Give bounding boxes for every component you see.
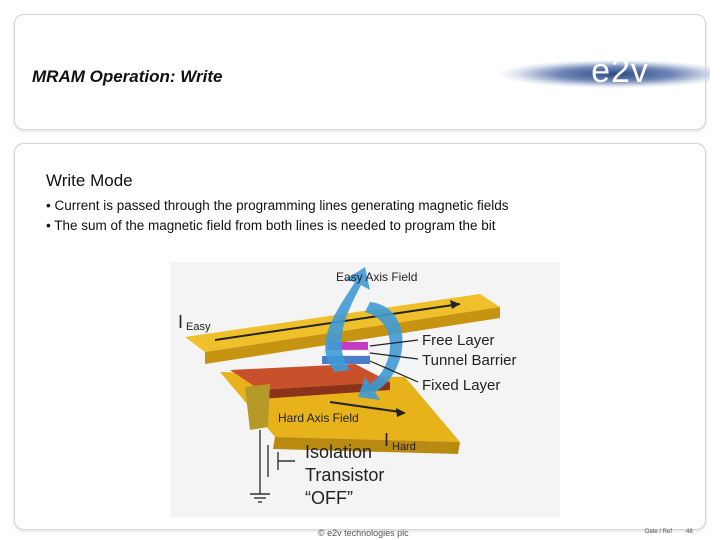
- tunnel-barrier-label: Tunnel Barrier: [422, 352, 516, 369]
- easy-axis-field-label: Easy Axis Field: [336, 270, 417, 284]
- label-leaders: [369, 339, 419, 383]
- i-hard-subscript: Hard: [392, 441, 416, 453]
- footer-date-ref: Date / Ref: [645, 529, 673, 535]
- isolation-label: Isolation: [305, 442, 372, 462]
- slide-title: MRAM Operation: Write: [32, 67, 223, 86]
- easy-axis-field-arrow: [325, 267, 403, 400]
- transistor-symbol: [250, 445, 295, 503]
- hard-axis-field-label: Hard Axis Field: [278, 411, 359, 425]
- page-number: 48: [686, 529, 693, 535]
- mram-write-diagram: Easy Axis Field I Easy Free Layer Tunnel…: [170, 262, 560, 517]
- free-layer-label: Free Layer: [422, 332, 495, 349]
- orange-plate: [230, 364, 390, 399]
- i-easy-label: I: [178, 312, 183, 332]
- hard-axis-arrow: [329, 401, 406, 417]
- section-heading: Write Mode: [46, 171, 133, 190]
- transistor-label: Transistor: [305, 465, 384, 485]
- bullet-item: • Current is passed through the programm…: [46, 198, 509, 213]
- off-label: “OFF”: [305, 488, 353, 508]
- logo-text: e2v: [591, 52, 649, 90]
- e2v-logo: e2v: [500, 52, 710, 96]
- transistor-stem: [245, 384, 270, 452]
- i-easy-subscript: Easy: [186, 321, 211, 333]
- bullet-item: • The sum of the magnetic field from bot…: [46, 218, 496, 233]
- footer-copyright: © e2v technologies plc: [318, 528, 409, 538]
- i-hard-label: I: [384, 430, 389, 450]
- logo-swoosh: [500, 60, 710, 88]
- fixed-layer-label: Fixed Layer: [422, 377, 500, 394]
- mram-bit-stack: [322, 342, 370, 364]
